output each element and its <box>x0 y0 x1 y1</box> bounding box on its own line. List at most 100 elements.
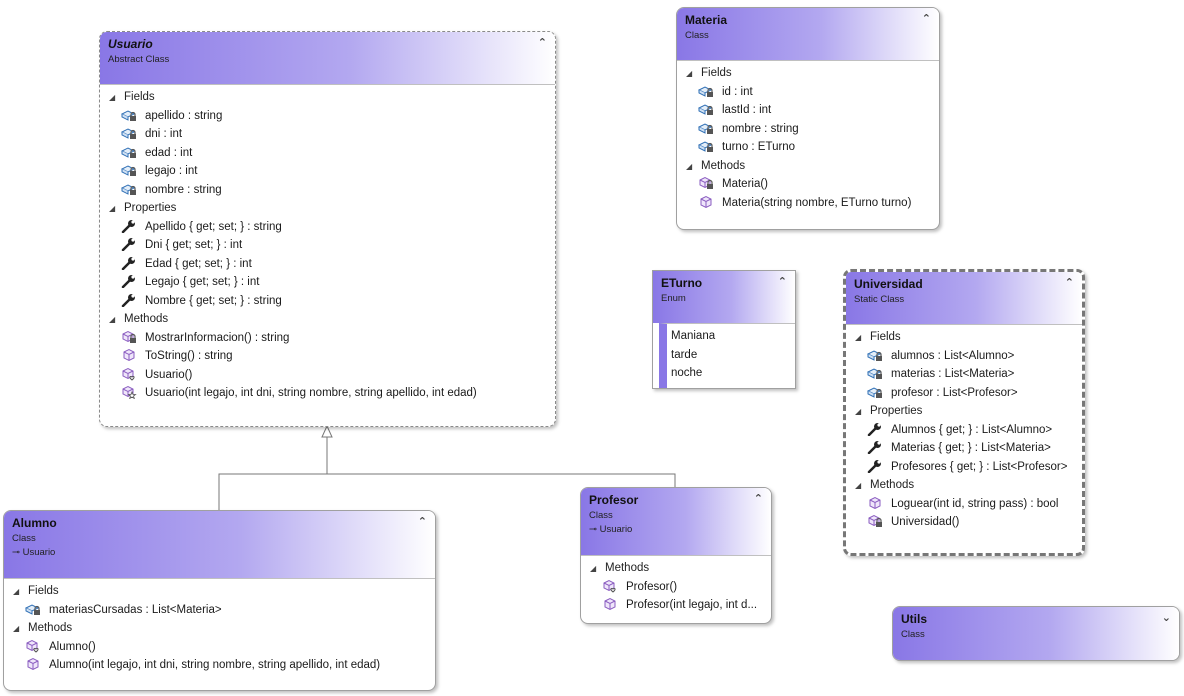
collapse-icon[interactable]: ⌃ <box>1064 277 1074 289</box>
member-row[interactable]: ToString() : string <box>100 347 555 366</box>
enum-values: Maniana tarde noche <box>659 323 795 388</box>
collapse-icon[interactable]: ⌃ <box>537 37 547 49</box>
member-row[interactable]: Profesor() <box>581 578 771 597</box>
expand-icon[interactable]: ⌄ <box>1161 612 1171 624</box>
private-method-icon <box>868 514 882 527</box>
member-row[interactable]: Apellido { get; set; } : string <box>100 218 555 237</box>
member-row[interactable]: id : int <box>677 83 939 102</box>
member-row[interactable]: Alumnos { get; } : List<Alumno> <box>846 421 1082 440</box>
class-header[interactable]: ETurno Enum ⌃ <box>653 271 795 323</box>
expanded-triangle-icon: ◢ <box>13 587 20 596</box>
class-header[interactable]: Utils Class ⌄ <box>893 607 1179 660</box>
class-usuario[interactable]: Usuario Abstract Class ⌃ ◢Fields apellid… <box>99 31 556 427</box>
section-methods[interactable]: ◢Methods <box>846 476 1082 495</box>
collapse-icon[interactable]: ⌃ <box>417 516 427 528</box>
member-row[interactable]: Loguear(int id, string pass) : bool <box>846 495 1082 514</box>
member-label: nombre : string <box>722 122 799 135</box>
member-row[interactable]: Nombre { get; set; } : string <box>100 292 555 311</box>
class-kind: Abstract Class <box>108 54 170 65</box>
member-label: Materias { get; } : List<Materia> <box>891 442 1051 454</box>
member-row[interactable]: Profesor(int legajo, int d... <box>581 596 771 615</box>
class-name: Profesor <box>589 493 639 507</box>
member-row[interactable]: apellido : string <box>100 107 555 126</box>
member-row[interactable]: alumnos : List<Alumno> <box>846 347 1082 366</box>
section-methods[interactable]: ◢Methods <box>677 157 939 176</box>
class-header[interactable]: Profesor Class ⊸ Usuario ⌃ <box>581 488 771 555</box>
section-methods[interactable]: ◢Methods <box>4 619 435 638</box>
member-label: Usuario(int legajo, int dni, string nomb… <box>145 387 477 399</box>
enum-value[interactable]: tarde <box>671 348 698 361</box>
class-name: Universidad <box>854 277 923 291</box>
member-row[interactable]: dni : int <box>100 125 555 144</box>
expanded-triangle-icon: ◢ <box>686 161 693 171</box>
member-label: edad : int <box>145 146 193 159</box>
member-row[interactable]: Alumno() <box>4 638 435 657</box>
class-kind: Static Class <box>854 294 905 305</box>
enum-value[interactable]: Maniana <box>671 330 716 342</box>
section-fields[interactable]: ◢Fields <box>4 582 435 601</box>
section-fields[interactable]: ◢Fields <box>677 64 939 83</box>
public-method-icon <box>27 657 39 671</box>
class-alumno[interactable]: Alumno Class ⊸ Usuario ⌃ ◢Fields materia… <box>3 510 436 691</box>
section-properties[interactable]: ◢Properties <box>100 199 555 218</box>
member-row[interactable]: MostrarInformacion() : string <box>100 329 555 348</box>
class-universidad[interactable]: Universidad Static Class ⌃ ◢Fields alumn… <box>843 269 1085 556</box>
public-method-icon <box>869 496 881 509</box>
section-methods[interactable]: ◢Methods <box>100 310 555 329</box>
enum-eturno[interactable]: ETurno Enum ⌃ Maniana tarde noche <box>652 270 796 389</box>
section-properties[interactable]: ◢Properties <box>846 402 1082 421</box>
member-row[interactable]: profesor : List<Profesor> <box>846 384 1082 403</box>
member-row[interactable]: edad : int <box>100 144 555 163</box>
member-label: Profesores { get; } : List<Profesor> <box>891 460 1068 473</box>
member-row[interactable]: nombre : string <box>100 181 555 200</box>
expanded-triangle-icon: ◢ <box>590 564 597 573</box>
class-header[interactable]: Materia Class ⌃ <box>677 8 939 60</box>
collapse-icon[interactable]: ⌃ <box>921 13 931 25</box>
member-row[interactable]: Usuario() <box>100 366 555 385</box>
collapse-icon[interactable]: ⌃ <box>777 276 787 288</box>
member-row[interactable]: Materias { get; } : List<Materia> <box>846 439 1082 458</box>
member-label: Alumnos { get; } : List<Alumno> <box>891 423 1053 436</box>
member-row[interactable]: turno : ETurno <box>677 138 939 157</box>
section-fields[interactable]: ◢Fields <box>100 88 555 107</box>
section-fields[interactable]: ◢Fields <box>846 328 1082 347</box>
class-header[interactable]: Usuario Abstract Class ⌃ <box>100 32 555 84</box>
member-label: Universidad() <box>891 516 960 528</box>
expanded-triangle-icon: ◢ <box>13 624 20 633</box>
member-row[interactable]: Profesores { get; } : List<Profesor> <box>846 458 1082 477</box>
member-label: Nombre { get; set; } : string <box>145 294 282 307</box>
member-row[interactable]: materias : List<Materia> <box>846 365 1082 384</box>
class-materia[interactable]: Materia Class ⌃ ◢Fields id : int lastId :… <box>676 7 940 230</box>
class-profesor[interactable]: Profesor Class ⊸ Usuario ⌃ ◢Methods Prof… <box>580 487 772 624</box>
member-label: turno : ETurno <box>722 141 796 153</box>
private-field-icon <box>121 146 136 158</box>
private-field-icon <box>121 128 136 139</box>
section-methods[interactable]: ◢Methods <box>581 559 771 578</box>
member-label: materias : List<Materia> <box>891 368 1015 380</box>
property-wrench-icon <box>121 238 135 251</box>
member-row[interactable]: Legajo { get; set; } : int <box>100 273 555 292</box>
member-row[interactable]: lastId : int <box>677 101 939 120</box>
member-label: Legajo { get; set; } : int <box>145 276 260 288</box>
enum-value[interactable]: noche <box>671 367 703 379</box>
class-header[interactable]: Universidad Static Class ⌃ <box>846 272 1082 324</box>
member-row[interactable]: Alumno(int legajo, int dni, string nombr… <box>4 656 435 675</box>
member-row[interactable]: Materia() <box>677 175 939 194</box>
class-kind: Class <box>589 510 613 521</box>
member-label: Edad { get; set; } : int <box>145 257 252 270</box>
collapse-icon[interactable]: ⌃ <box>753 493 763 505</box>
property-wrench-icon <box>867 459 881 473</box>
class-utils[interactable]: Utils Class ⌄ <box>892 606 1180 661</box>
member-row[interactable]: Dni { get; set; } : int <box>100 236 555 255</box>
class-header[interactable]: Alumno Class ⊸ Usuario ⌃ <box>4 511 435 578</box>
member-label: lastId : int <box>722 104 772 116</box>
member-row[interactable]: Materia(string nombre, ETurno turno) <box>677 194 939 213</box>
class-name: Alumno <box>12 516 57 530</box>
member-row[interactable]: legajo : int <box>100 162 555 181</box>
property-wrench-icon <box>867 441 881 454</box>
member-row[interactable]: Usuario(int legajo, int dni, string nomb… <box>100 384 555 403</box>
member-row[interactable]: Edad { get; set; } : int <box>100 255 555 274</box>
member-row[interactable]: Universidad() <box>846 513 1082 532</box>
member-row[interactable]: materiasCursadas : List<Materia> <box>4 601 435 620</box>
member-row[interactable]: nombre : string <box>677 120 939 139</box>
